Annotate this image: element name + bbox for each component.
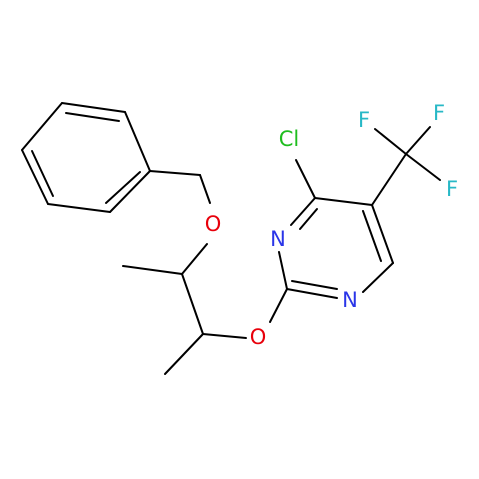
bond [269, 288, 288, 323]
bond [405, 126, 431, 155]
bond [164, 333, 204, 375]
bond [21, 149, 49, 205]
bond [181, 243, 208, 275]
bond [202, 333, 247, 339]
bond [105, 171, 141, 204]
benzene-ring [21, 102, 151, 213]
bond [374, 128, 407, 155]
bond [47, 203, 111, 213]
bond [65, 112, 120, 122]
fluorine-label-1: F [358, 108, 370, 132]
bond [291, 280, 338, 290]
nitrogen-label-n3: N [270, 227, 286, 251]
bond [181, 273, 204, 335]
bond [149, 170, 201, 176]
bond [124, 111, 151, 172]
nitrogen-label-n1: N [342, 288, 358, 312]
bond [314, 197, 373, 206]
bond [290, 197, 316, 226]
bond [21, 102, 63, 151]
bond [405, 153, 441, 181]
chlorine-label: Cl [279, 127, 300, 151]
bond [362, 262, 394, 293]
bond [362, 210, 382, 262]
oxygen-label-ether: O [250, 325, 267, 349]
bond [295, 159, 316, 199]
bond [61, 102, 126, 113]
bond [122, 265, 183, 275]
bond [299, 208, 318, 230]
bond [199, 174, 211, 204]
fluorine-label-3: F [446, 177, 458, 201]
bond [286, 288, 338, 299]
bond [371, 153, 407, 206]
oxygen-label-benzyl: O [205, 212, 222, 236]
bond [109, 170, 151, 213]
bond [31, 150, 54, 197]
bond [371, 204, 394, 264]
bond [278, 251, 288, 290]
fluorine-label-2: F [433, 101, 445, 125]
